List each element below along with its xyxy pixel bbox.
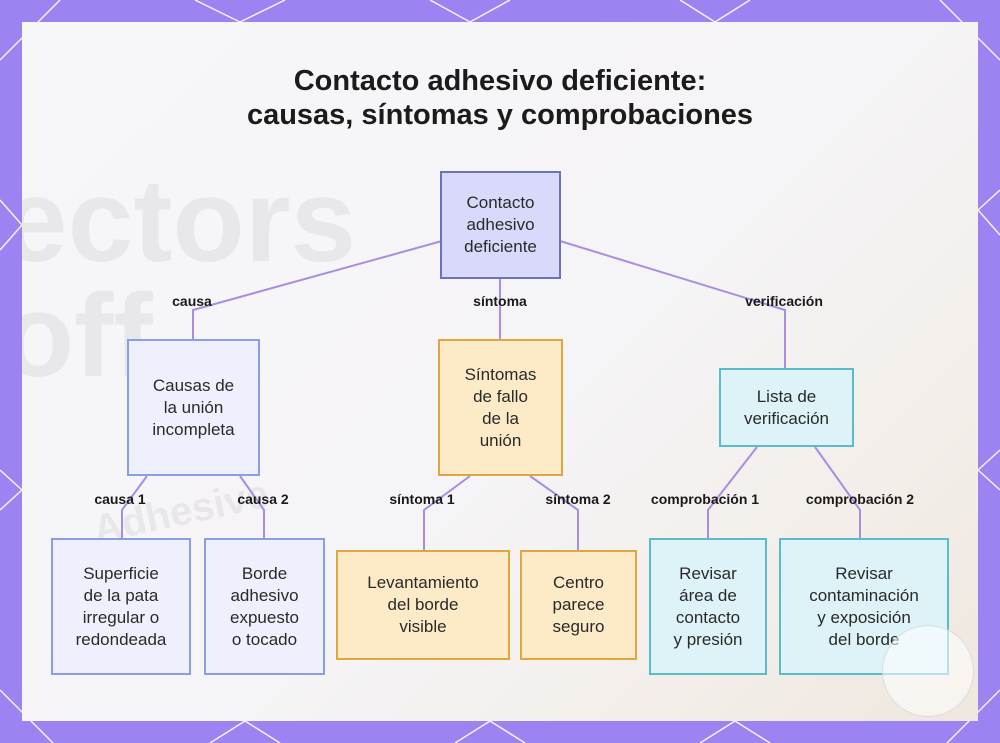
edge-layer: [121, 240, 861, 550]
edge-label-sintoma: síntoma: [473, 293, 527, 309]
node-symptom-2: Centro parece seguro: [520, 550, 637, 660]
node-symptom-1: Levantamiento del borde visible: [336, 550, 510, 660]
corner-badge-icon: [882, 625, 974, 717]
node-cause-1: Superficie de la pata irregular o redond…: [51, 538, 191, 675]
edge-symptoms-symptom1: [423, 475, 471, 550]
edge-causes-cause2: [239, 475, 265, 538]
diagram-canvas: ectors off Adhesive Contacto adhesivo de…: [22, 22, 978, 721]
edge-label-sintoma-1: síntoma 1: [389, 491, 455, 507]
node-root: Contacto adhesivo deficiente: [440, 171, 561, 279]
node-check-1: Revisar área de contacto y presión: [649, 538, 767, 675]
edge-causes-cause1: [121, 475, 148, 538]
edge-label-sintoma-2: síntoma 2: [545, 491, 611, 507]
edge-checklist-check1: [707, 446, 758, 538]
edge-root-causes: [192, 240, 443, 339]
edge-label-verificacion: verificación: [745, 293, 823, 309]
node-cause-2: Borde adhesivo expuesto o tocado: [204, 538, 325, 675]
edge-root-checklist: [559, 240, 786, 368]
node-symptoms: Síntomas de fallo de la unión: [438, 339, 563, 476]
diagram-title: Contacto adhesivo deficiente: causas, sí…: [22, 64, 978, 132]
edge-label-causa-1: causa 1: [94, 491, 146, 507]
edge-symptoms-symptom2: [529, 475, 579, 550]
edge-label-comprobacion-2: comprobación 2: [805, 491, 915, 507]
edge-label-comprobacion-1: comprobación 1: [650, 491, 760, 507]
title-line-1: Contacto adhesivo deficiente:: [293, 65, 707, 97]
edge-label-causa-2: causa 2: [237, 491, 289, 507]
node-checklist: Lista de verificación: [719, 368, 854, 447]
edge-label-causa: causa: [172, 293, 212, 309]
node-causes: Causas de la unión incompleta: [127, 339, 260, 476]
edge-checklist-check2: [814, 446, 861, 538]
title-line-2: causas, síntomas y comprobaciones: [246, 99, 754, 131]
background-watermark: ectors: [22, 155, 357, 287]
